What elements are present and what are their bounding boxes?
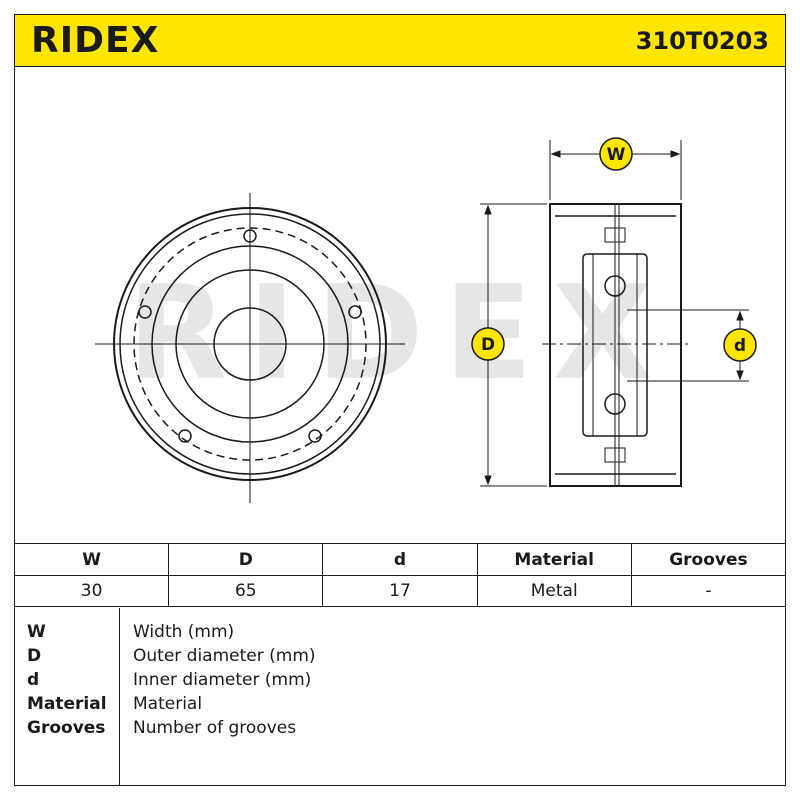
pulley-rim-inner xyxy=(119,213,381,475)
d-outer-arrow-top xyxy=(484,204,492,215)
legend-description: Inner diameter (mm) xyxy=(133,670,312,690)
technical-drawing: RIDEX xyxy=(15,68,785,543)
legend-key: D xyxy=(27,646,42,666)
badge-inner-diameter-label: d xyxy=(734,336,746,356)
legend-key: Material xyxy=(27,694,107,714)
legend-description: Outer diameter (mm) xyxy=(133,646,316,666)
d-inner-arrow-top xyxy=(736,310,744,321)
specs-header-cell: W xyxy=(15,544,170,575)
pulley-outer-rim xyxy=(113,207,387,481)
specs-value-cell: 65 xyxy=(169,576,324,606)
legend-key: d xyxy=(27,670,40,690)
side-view xyxy=(542,203,689,487)
legend-description: Width (mm) xyxy=(133,622,235,642)
bearing-ball-top xyxy=(604,275,626,297)
header-bar: RIDEX 310T0203 xyxy=(15,15,785,67)
bearing-outer-ring xyxy=(175,269,325,419)
legend-description: Material xyxy=(133,694,203,714)
badge-width-label: W xyxy=(607,145,626,165)
drawing-canvas: RIDEX xyxy=(95,137,757,503)
d-outer-arrow-bottom xyxy=(484,475,492,486)
bolt-hole xyxy=(178,429,192,443)
badge-inner-diameter: d xyxy=(723,328,757,362)
badge-outer-diameter: D xyxy=(471,327,505,361)
part-number: 310T0203 xyxy=(635,27,769,55)
specs-value-cell: 17 xyxy=(323,576,478,606)
d-inner-arrow-bottom xyxy=(736,370,744,381)
badge-outer-diameter-label: D xyxy=(481,335,495,355)
pulley-face-ring xyxy=(151,245,349,443)
brand-logo: RIDEX xyxy=(31,20,160,61)
specs-table: W D d Material Grooves 30 65 17 Metal - xyxy=(15,543,785,607)
bolt-hole xyxy=(348,305,362,319)
bearing-housing xyxy=(582,253,648,437)
specs-value-cell: 30 xyxy=(15,576,170,606)
legend-keys-column: W D d Material Grooves xyxy=(15,608,120,786)
specs-header-row: W D d Material Grooves xyxy=(15,543,785,575)
bolt-top xyxy=(604,227,626,243)
front-view xyxy=(95,193,405,503)
specs-header-cell: Material xyxy=(478,544,632,575)
legend-description: Number of grooves xyxy=(133,718,297,738)
w-arrow-left xyxy=(550,150,561,158)
specs-header-cell: D xyxy=(169,544,324,575)
center-bore xyxy=(213,307,287,381)
bolt-bottom xyxy=(604,447,626,463)
specs-value-cell: - xyxy=(705,581,712,601)
bearing-ball-bottom xyxy=(604,393,626,415)
legend-descriptions-column: Width (mm) Outer diameter (mm) Inner dia… xyxy=(133,608,316,740)
bolt-hole xyxy=(308,429,322,443)
specs-header-cell: Grooves xyxy=(669,549,748,570)
bolt-circle xyxy=(133,227,367,461)
watermark-text: RIDEX xyxy=(127,257,672,409)
legend-section: W D d Material Grooves Width (mm) Outer … xyxy=(15,608,785,786)
legend-key: Grooves xyxy=(27,718,106,738)
drawing-frame: RIDEX 310T0203 RIDEX xyxy=(14,14,786,786)
badge-width: W xyxy=(599,137,633,171)
specs-value-cell: Metal xyxy=(478,576,632,606)
bolt-hole xyxy=(243,229,257,243)
bolt-hole xyxy=(138,305,152,319)
legend-key: W xyxy=(27,622,46,642)
w-arrow-right xyxy=(670,150,681,158)
specs-value-row: 30 65 17 Metal - xyxy=(15,575,785,607)
specs-header-cell: d xyxy=(323,544,478,575)
